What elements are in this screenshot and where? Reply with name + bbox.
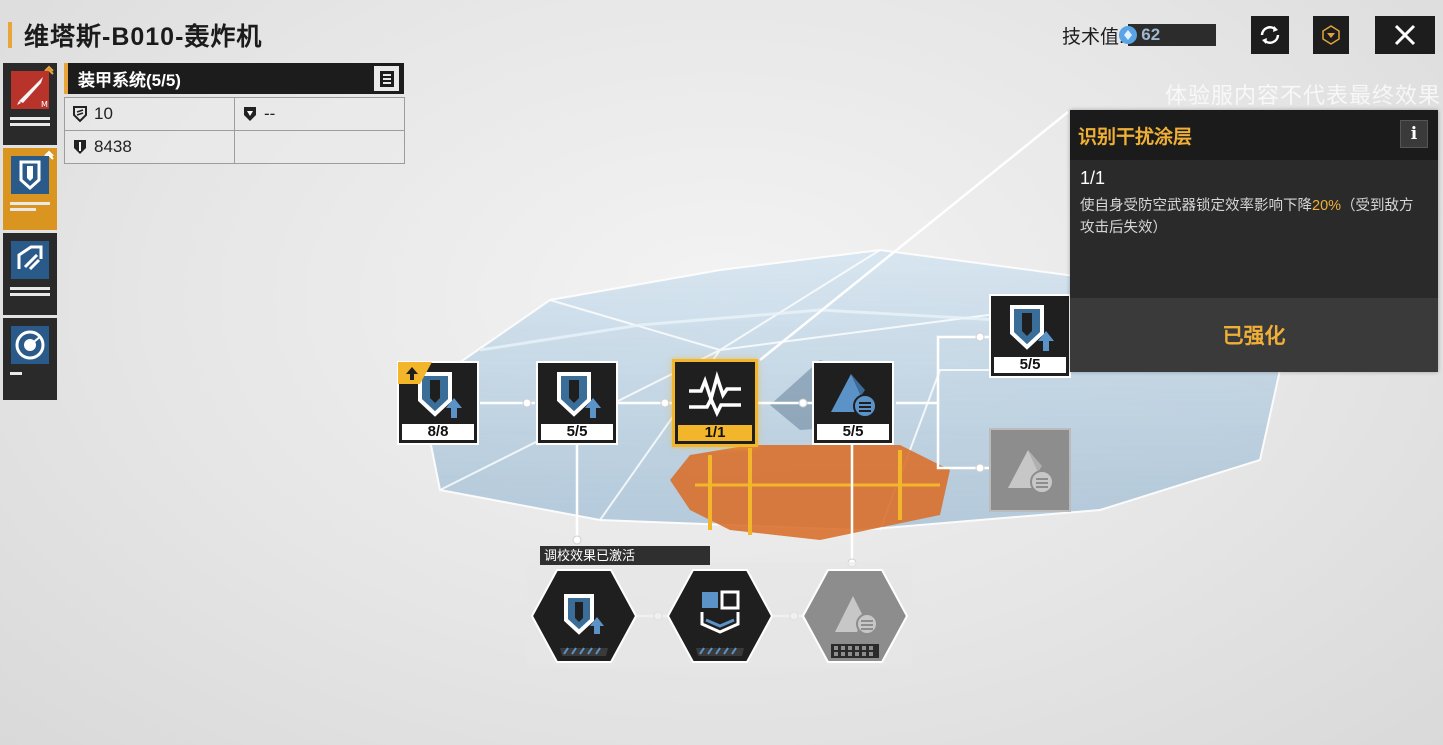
close-button[interactable] <box>1375 16 1435 54</box>
calibration-label: 调校效果已激活 <box>540 546 710 565</box>
tech-value-display: 技术值: 62 <box>1062 22 1217 48</box>
engine-icon <box>11 241 49 279</box>
calibration-hex-stealth-locked[interactable] <box>801 568 909 664</box>
title-accent <box>8 22 12 48</box>
sidebar-tab-radar[interactable] <box>3 318 57 400</box>
radar-icon <box>11 326 49 364</box>
page-title-bar: 维塔斯-B010-轰炸机 <box>8 20 263 51</box>
tooltip-description: 使自身受防空武器锁定效率影响下降20%（受到敌方攻击后失效） <box>1080 195 1428 239</box>
stat-hp-value: 8438 <box>94 137 132 156</box>
tooltip-level: 1/1 <box>1080 168 1106 188</box>
sidebar-tab-engine[interactable] <box>3 233 57 315</box>
node-icon-wrap <box>814 363 892 425</box>
svg-text:M: M <box>41 100 48 109</box>
shield-up-icon <box>418 372 462 418</box>
stat-repair-value: -- <box>264 104 276 123</box>
document-button[interactable] <box>374 66 399 91</box>
sidebar-tab-armor[interactable] <box>3 148 57 230</box>
skill-node-armor-up-3[interactable]: 5/5 <box>989 294 1071 378</box>
armor-title: 装甲系统(5/5) <box>78 71 181 90</box>
tooltip-body: 1/1 使自身受防空武器锁定效率影响下降20%（受到敌方攻击后失效） <box>1070 160 1438 298</box>
armor-stat-icon <box>73 106 87 123</box>
node-level: 8/8 <box>402 424 474 440</box>
skill-tooltip: 识别干扰涂层 i 1/1 使自身受防空武器锁定效率影响下降20%（受到敌方攻击后… <box>1070 110 1438 372</box>
shield-up-icon <box>564 594 604 635</box>
hp-icon <box>74 140 86 154</box>
stat-armor: 10 <box>65 98 235 130</box>
tooltip-title: 识别干扰涂层 <box>1078 126 1193 148</box>
armor-accent <box>64 63 68 94</box>
stat-hp: 8438 <box>65 131 235 163</box>
table-row: 10 -- <box>65 98 404 131</box>
document-icon <box>379 70 394 87</box>
node-icon-wrap <box>991 430 1069 510</box>
tooltip-header: 识别干扰涂层 <box>1070 110 1438 160</box>
refresh-icon <box>1260 26 1280 44</box>
tech-value: 62 <box>1141 25 1161 44</box>
desc-highlight: 20% <box>1312 198 1342 214</box>
node-level: 5/5 <box>817 424 889 440</box>
repair-stat-icon <box>244 107 256 121</box>
stat-repair: -- <box>235 98 404 130</box>
node-level: 1/1 <box>678 425 752 441</box>
wave-icon <box>689 370 741 418</box>
tech-label: 技术值: <box>1062 26 1125 48</box>
tab-progress-bars <box>10 202 50 211</box>
tech-gem-icon <box>1119 26 1138 44</box>
node-icon-wrap <box>538 363 616 425</box>
enhanced-status-label: 已强化 <box>1222 325 1286 348</box>
shield-up-icon <box>1010 305 1054 351</box>
scanner-icon <box>700 590 740 634</box>
node-level: 5/5 <box>994 357 1066 373</box>
skill-node-stealth-locked[interactable] <box>989 428 1071 512</box>
node-icon-wrap <box>675 362 755 426</box>
lock-grid-icon <box>834 646 873 656</box>
close-icon <box>1394 24 1416 46</box>
stealth-icon <box>835 596 878 635</box>
missile-icon: M <box>11 71 49 109</box>
skill-node-armor-up-1[interactable]: 8/8 <box>397 361 479 445</box>
tab-progress-bars <box>10 287 50 296</box>
skill-node-armor-up-2[interactable]: 5/5 <box>536 361 618 445</box>
node-icon-wrap <box>399 363 477 425</box>
refresh-button[interactable] <box>1251 16 1289 54</box>
armor-panel-header: 装甲系统(5/5) <box>64 63 404 94</box>
stealth-icon <box>1008 450 1054 494</box>
node-icon-wrap <box>991 296 1069 358</box>
tab-progress-bars <box>10 372 22 375</box>
calibration-hex-armor-up[interactable] <box>530 568 638 664</box>
tab-progress-bars <box>10 117 50 126</box>
tech-value-box: 62 <box>1119 24 1217 46</box>
calibration-hex-scanner[interactable] <box>666 568 774 664</box>
stat-armor-value: 10 <box>94 104 113 123</box>
table-row: 8438 <box>65 131 404 163</box>
stat-empty <box>235 131 404 163</box>
desc-after: （受到敌方攻击后失效） <box>1080 198 1414 236</box>
shield-up-icon <box>557 372 601 418</box>
watermark-text: 体验服内容不代表最终效果 <box>1165 83 1442 108</box>
enhanced-status-button[interactable]: 已强化 <box>1070 298 1438 372</box>
sidebar-tab-weapons[interactable]: M <box>3 63 57 145</box>
node-level: 5/5 <box>541 424 613 440</box>
skill-node-stealth[interactable]: 5/5 <box>812 361 894 445</box>
desc-before: 使自身受防空武器锁定效率影响下降 <box>1080 198 1312 214</box>
stealth-icon <box>831 374 877 418</box>
info-button[interactable]: i <box>1400 120 1428 148</box>
rank-icon <box>1322 25 1340 45</box>
rank-button[interactable] <box>1313 16 1349 54</box>
page-title: 维塔斯-B010-轰炸机 <box>24 23 263 51</box>
skill-node-jamming-coating[interactable]: 1/1 <box>672 359 758 447</box>
upgrade-badge-icon <box>398 362 432 384</box>
armor-stats-table: 10 -- 8438 <box>64 97 405 164</box>
shield-icon <box>11 156 49 194</box>
